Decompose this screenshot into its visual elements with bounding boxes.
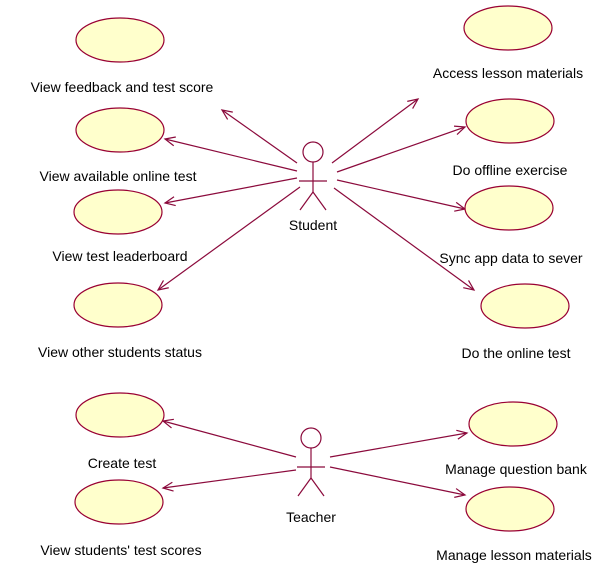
actor-right-leg	[312, 191, 327, 211]
use-case-label: Manage question bank	[445, 461, 588, 477]
association-teacher-to-view-scores	[161, 469, 297, 492]
arrowhead-icon	[463, 280, 476, 291]
use-case-view-feedback: View feedback and test score	[31, 17, 214, 95]
actor-label: Student	[289, 217, 337, 233]
use-case-label: View other students status	[38, 344, 202, 360]
use-case-question-bank: Manage question bank	[445, 401, 588, 477]
actor-left-leg	[299, 191, 314, 211]
arrowhead-icon	[453, 125, 467, 135]
use-case-ellipse	[75, 392, 165, 438]
use-case-label: View students' test scores	[40, 542, 201, 558]
association-line	[157, 186, 301, 291]
association-teacher-to-question-bank	[329, 429, 469, 458]
arrowhead-icon	[156, 280, 169, 291]
use-case-offline-exercise: Do offline exercise	[453, 98, 568, 178]
use-case-label: View available online test	[40, 168, 197, 184]
arrowhead-icon	[220, 109, 233, 120]
use-case-label: Manage lesson materials	[436, 547, 592, 563]
association-line	[329, 466, 466, 496]
association-line	[336, 126, 466, 173]
association-student-to-view-feedback	[220, 109, 298, 164]
actor-head	[302, 141, 324, 163]
association-line	[331, 98, 419, 164]
use-case-view-students-status: View other students status	[38, 282, 202, 360]
use-case-lesson-materials: Manage lesson materials	[436, 486, 592, 563]
actor-left-leg	[297, 477, 312, 497]
use-case-online-test: Do the online test	[462, 283, 571, 361]
use-case-access-lesson: Access lesson materials	[433, 5, 583, 81]
association-line	[164, 138, 298, 172]
association-line	[221, 109, 298, 164]
association-line	[333, 187, 475, 291]
use-case-view-available-test: View available online test	[40, 107, 197, 184]
association-teacher-to-create-test	[161, 418, 297, 458]
arrowhead-icon	[161, 481, 174, 492]
association-line	[336, 179, 466, 210]
arrowhead-icon	[163, 136, 176, 147]
use-case-ellipse	[73, 189, 163, 235]
use-case-create-test: Create test	[75, 392, 165, 471]
use-case-ellipse	[465, 98, 555, 144]
use-case-ellipse	[75, 107, 165, 153]
use-case-ellipse	[464, 185, 554, 231]
use-case-view-leaderboard: View test leaderboard	[52, 189, 188, 264]
association-teacher-to-lesson-materials	[329, 466, 467, 498]
association-student-to-online-test	[333, 187, 476, 291]
arrowhead-icon	[407, 98, 420, 109]
use-case-label: View feedback and test score	[31, 79, 214, 95]
association-line	[164, 177, 298, 204]
association-line	[162, 420, 297, 458]
actor-label: Teacher	[286, 509, 336, 525]
association-line	[329, 432, 468, 458]
use-case-ellipse	[465, 486, 555, 532]
association-student-to-view-available-test	[163, 136, 298, 172]
use-case-sync-app: Sync app data to sever	[439, 185, 583, 266]
association-student-to-access-lesson	[331, 98, 420, 164]
use-case-ellipse	[73, 282, 163, 328]
use-case-label: Do offline exercise	[453, 162, 568, 178]
use-case-label: Sync app data to sever	[439, 250, 583, 266]
use-case-ellipse	[75, 17, 165, 63]
arrowhead-icon	[456, 429, 469, 440]
use-case-ellipse	[468, 401, 558, 447]
association-student-to-sync-app	[336, 179, 467, 212]
use-case-label: Create test	[88, 455, 157, 471]
use-case-label: View test leaderboard	[52, 248, 187, 264]
use-case-label: Do the online test	[462, 345, 571, 361]
association-student-to-offline-exercise	[336, 125, 467, 173]
associations-layer	[156, 98, 476, 498]
actor-right-leg	[310, 477, 325, 497]
use-case-ellipse	[74, 479, 164, 525]
actor-student: Student	[289, 141, 337, 233]
actor-head	[300, 427, 322, 449]
use-case-ellipse	[463, 5, 553, 51]
association-student-to-view-leaderboard	[163, 177, 298, 207]
use-case-ellipse	[480, 283, 570, 329]
association-student-to-view-students-status	[156, 186, 301, 291]
actor-teacher: Teacher	[286, 427, 336, 525]
arrowhead-icon	[163, 196, 176, 207]
use-case-label: Access lesson materials	[433, 65, 583, 81]
association-line	[162, 469, 297, 489]
arrowhead-icon	[454, 488, 467, 498]
use-case-view-scores: View students' test scores	[40, 479, 202, 558]
